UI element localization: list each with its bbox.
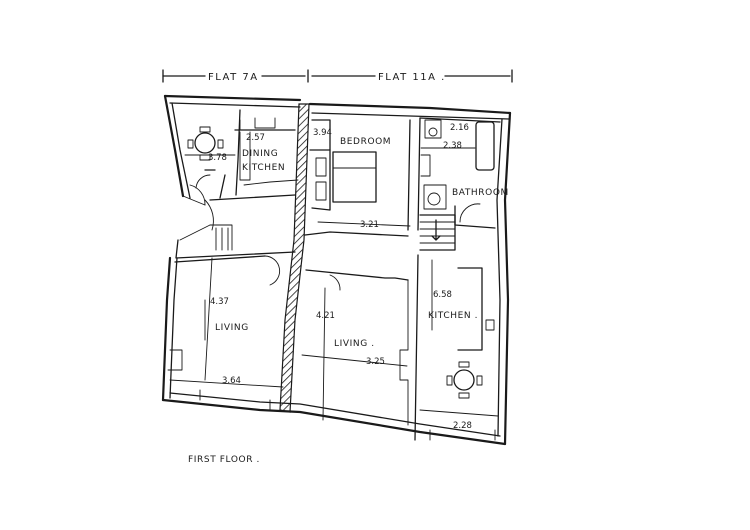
flat-11a-label: FLAT 11A .	[378, 72, 446, 83]
dim-liv-right-depth: 4.21	[316, 311, 335, 321]
flat-7a-label: FLAT 7A	[208, 72, 259, 83]
dim-bed-width: 3.21	[360, 220, 379, 230]
outer-walls	[161, 94, 512, 446]
room-kitchen-7a-label: KITCHEN	[242, 163, 285, 173]
dim-kit-depth: 6.58	[433, 290, 452, 300]
dim-liv-left-depth: 4.37	[210, 297, 229, 307]
room-bathroom-label: BATHROOM	[452, 188, 509, 198]
dim-dk-depth: 2.57	[246, 133, 265, 143]
room-living-right-label: LIVING .	[334, 339, 375, 349]
room-kitchen-11a-label: KITCHEN .	[428, 311, 478, 321]
dim-bed-depth: 3.94	[313, 128, 332, 138]
room-living-left-label: LIVING	[215, 323, 249, 333]
room-dining-label: DINING	[242, 149, 278, 159]
room-bedroom-label: BEDROOM	[340, 137, 391, 147]
party-wall-hatched	[279, 103, 310, 413]
dim-kit-width: 2.28	[453, 421, 472, 431]
drawing-caption: FIRST FLOOR .	[188, 455, 260, 465]
dim-bath-width: 2.38	[443, 141, 462, 151]
dim-liv-right-width: 3.25	[366, 357, 385, 367]
flat-7a-partitions	[167, 109, 299, 411]
dim-bath-depth: 2.16	[450, 123, 469, 133]
flat-11a-partitions	[301, 117, 501, 441]
dim-liv-left-width: 3.64	[222, 376, 241, 386]
flat-header-lines	[162, 69, 513, 83]
dim-dk-width: 3.78	[208, 153, 227, 163]
